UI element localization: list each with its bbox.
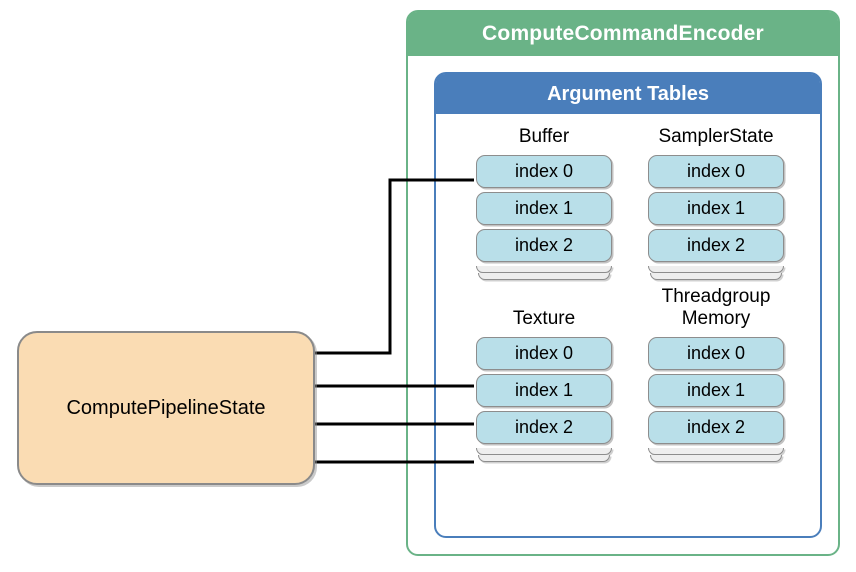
sampler-state-more-slots-sheet-1 [648,266,784,273]
argument-table-threadgroup-memory-label: Threadgroup Memory [661,286,771,329]
threadgroup-memory-slot-1[interactable]: index 1 [648,374,784,407]
argument-table-threadgroup-memory: Threadgroup Memory index 0 index 1 index… [646,286,786,462]
buffer-more-slots-sheet-2 [478,273,610,280]
buffer-slot-1[interactable]: index 1 [476,192,612,225]
threadgroup-memory-slot-2[interactable]: index 2 [648,411,784,444]
threadgroup-memory-more-slots-sheet-2 [650,455,782,462]
buffer-more-slots-sheet-1 [476,266,612,273]
buffer-slot-stack: index 0 index 1 index 2 [474,155,614,280]
sampler-state-slot-0[interactable]: index 0 [648,155,784,188]
texture-slot-stack: index 0 index 1 index 2 [474,337,614,462]
argument-table-texture-label: Texture [512,308,576,329]
argument-table-buffer-label: Buffer [518,126,570,147]
buffer-slot-0[interactable]: index 0 [476,155,612,188]
sampler-state-more-slots-sheet-2 [650,273,782,280]
argument-tables-box: Argument Tables Buffer index 0 index 1 i… [434,72,822,538]
argument-table-sampler-state: SamplerState index 0 index 1 index 2 [646,126,786,280]
argument-table-sampler-state-label: SamplerState [658,126,774,147]
texture-slot-2[interactable]: index 2 [476,411,612,444]
texture-slot-1[interactable]: index 1 [476,374,612,407]
argument-table-buffer: Buffer index 0 index 1 index 2 [474,126,614,280]
threadgroup-memory-more-slots-sheet-1 [648,448,784,455]
sampler-state-slot-2[interactable]: index 2 [648,229,784,262]
threadgroup-memory-slot-0[interactable]: index 0 [648,337,784,370]
compute-command-encoder-title: ComputeCommandEncoder [408,12,838,56]
texture-more-slots-sheet-2 [478,455,610,462]
buffer-slot-2[interactable]: index 2 [476,229,612,262]
sampler-state-slot-1[interactable]: index 1 [648,192,784,225]
threadgroup-memory-slot-stack: index 0 index 1 index 2 [646,337,786,462]
texture-more-slots-sheet-1 [476,448,612,455]
compute-command-encoder-box: ComputeCommandEncoder Argument Tables Bu… [406,10,840,556]
argument-table-texture: Texture index 0 index 1 index 2 [474,308,614,462]
sampler-state-slot-stack: index 0 index 1 index 2 [646,155,786,280]
texture-slot-0[interactable]: index 0 [476,337,612,370]
compute-pipeline-state-box[interactable]: ComputePipelineState [17,331,315,485]
argument-tables-title: Argument Tables [436,74,820,114]
